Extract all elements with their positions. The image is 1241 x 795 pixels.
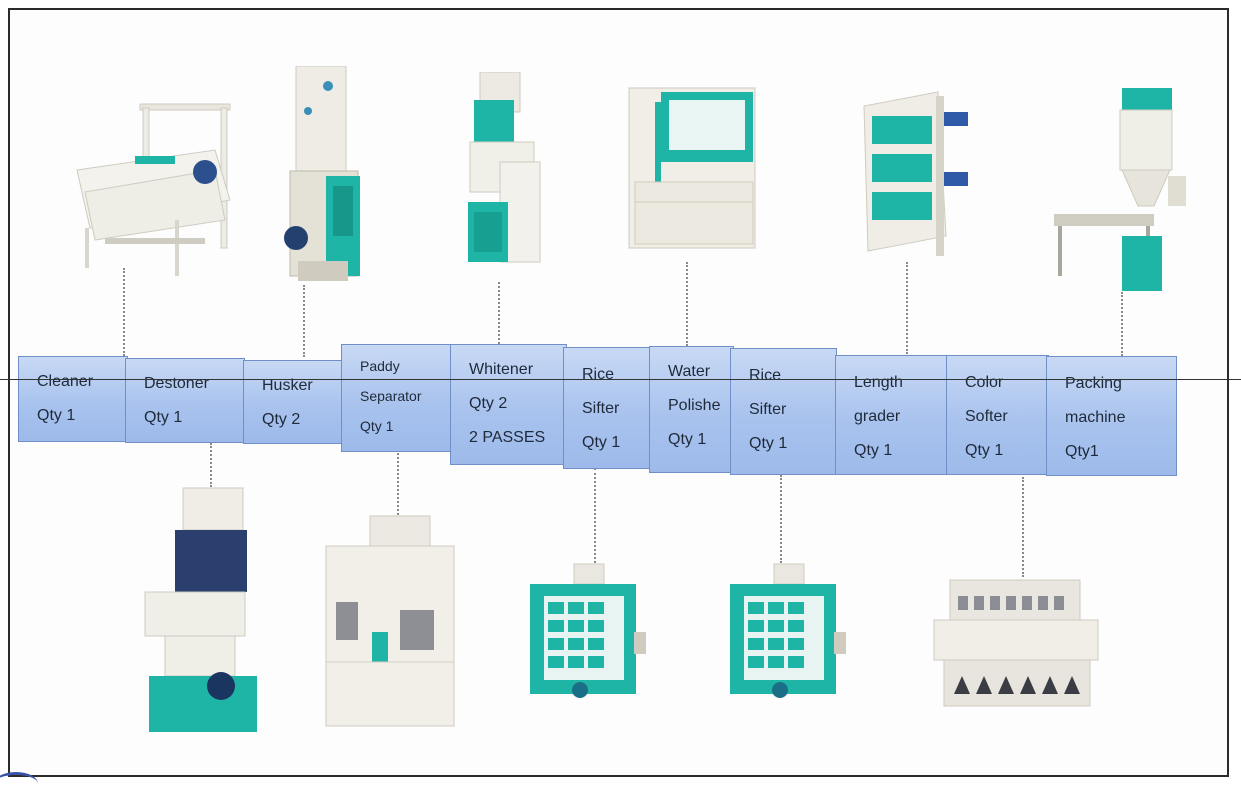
step-whitener-qty: Qty 2 [469,395,508,412]
step-length-grader-line-1: Length [854,374,903,391]
step-length-grader-line-2: grader [854,408,901,425]
step-destoner: Destoner Qty 1 [125,358,245,443]
step-water-polisher-line-1: Water [668,363,711,380]
connector-paddy-separator [397,453,399,515]
step-rice-sifter-2-line-2: Sifter [749,401,787,418]
step-color-sorter-line-2: Softer [965,408,1008,425]
step-rice-sifter-1-line-1: Rice [582,366,615,383]
paddy-separator-machine-image [320,512,460,732]
color-sorter-machine-image [924,576,1104,716]
connector-husker [303,285,305,357]
step-color-sorter-qty: Qty 1 [965,442,1004,459]
step-packing-machine: Packing machine Qty1 [1046,356,1177,476]
step-paddy-separator-line-2: Separator [360,388,422,404]
connector-color-sorter [1022,477,1024,577]
step-rice-sifter-1: Rice Sifter Qty 1 [563,347,651,469]
step-water-polisher-line-2: Polishe [668,397,721,414]
connector-rice-sifter-1 [594,468,596,563]
husker-machine-image [278,66,368,286]
whitener-machine-image [460,72,550,272]
step-husker-name: Husker [262,377,313,394]
step-paddy-separator-qty: Qty 1 [360,418,394,434]
step-packing-machine-qty: Qty1 [1065,443,1099,460]
step-paddy-separator-line-1: Paddy [360,358,400,374]
step-husker: Husker Qty 2 [243,360,343,444]
destoner-machine-image [135,486,270,736]
step-length-grader-qty: Qty 1 [854,442,893,459]
water-polisher-machine-image [625,82,760,252]
connector-cleaner [123,268,125,356]
length-grader-machine-image [858,86,978,261]
step-rice-sifter-2-qty: Qty 1 [749,435,788,452]
step-whitener-passes: 2 PASSES [469,429,546,446]
step-rice-sifter-2: Rice Sifter Qty 1 [730,348,837,475]
step-color-sorter-line-1: Color [965,374,1004,391]
connector-length-grader [906,262,908,354]
step-husker-qty: Qty 2 [262,411,301,428]
step-cleaner-name: Cleaner [37,373,94,390]
rice-sifter-1-machine-image [524,562,649,712]
step-color-sorter: Color Softer Qty 1 [946,355,1049,475]
connector-water-polisher [686,262,688,346]
step-paddy-separator: Paddy Separator Qty 1 [341,344,453,452]
step-rice-sifter-1-qty: Qty 1 [582,434,621,451]
step-destoner-qty: Qty 1 [144,409,183,426]
step-packing-machine-line-2: machine [1065,409,1126,426]
horizontal-rule [0,379,1241,380]
connector-destoner [210,443,212,487]
step-water-polisher-qty: Qty 1 [668,431,707,448]
step-water-polisher: Water Polishe Qty 1 [649,346,734,473]
step-rice-sifter-1-line-2: Sifter [582,400,620,417]
connector-rice-sifter-2 [780,475,782,563]
step-packing-machine-line-1: Packing [1065,375,1122,392]
cleaner-machine-image [65,100,235,280]
step-whitener: Whitener Qty 2 2 PASSES [450,344,567,465]
step-cleaner-qty: Qty 1 [37,407,76,424]
step-length-grader: Length grader Qty 1 [835,355,948,475]
step-rice-sifter-2-line-1: Rice [749,367,782,384]
connector-whitener [498,282,500,344]
rice-sifter-2-machine-image [724,562,849,712]
packing-machine-image [1050,86,1190,291]
step-destoner-name: Destoner [144,375,209,392]
step-whitener-name: Whitener [469,361,534,378]
stamp-mark [0,772,38,795]
connector-packing [1121,292,1123,356]
step-cleaner: Cleaner Qty 1 [18,356,128,442]
